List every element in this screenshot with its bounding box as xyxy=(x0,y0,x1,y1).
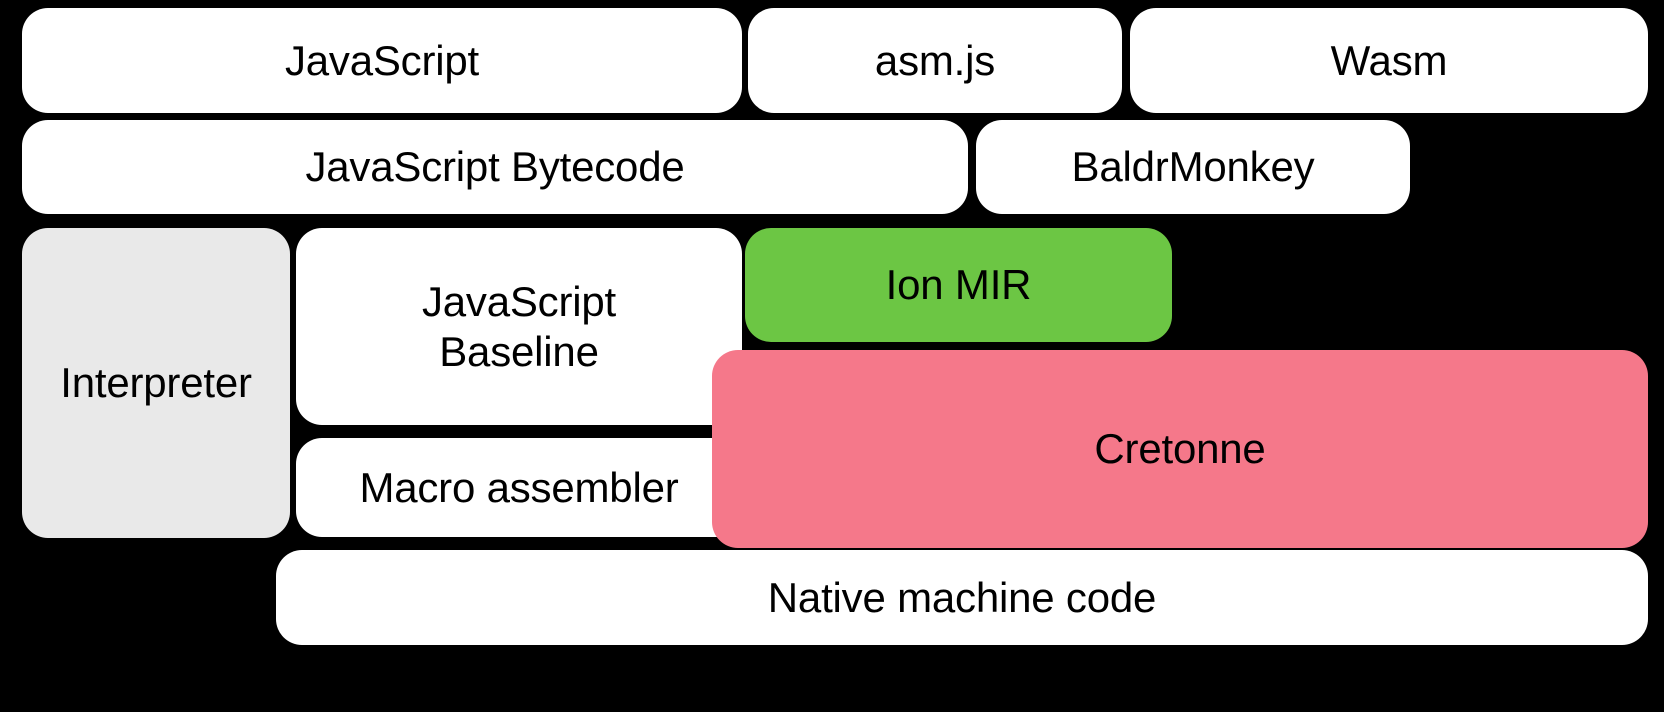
node-javascript-bytecode: JavaScript Bytecode xyxy=(22,120,968,214)
node-javascript: JavaScript xyxy=(22,8,742,113)
node-macro-assembler: Macro assembler xyxy=(296,438,742,537)
node-cretonne: Cretonne xyxy=(712,350,1648,548)
node-ion-mir: Ion MIR xyxy=(745,228,1172,342)
node-wasm: Wasm xyxy=(1130,8,1648,113)
node-javascript-baseline: JavaScript Baseline xyxy=(296,228,742,425)
node-interpreter: Interpreter xyxy=(22,228,290,538)
node-native-machine-code: Native machine code xyxy=(276,550,1648,645)
node-asm-js: asm.js xyxy=(748,8,1122,113)
node-baldrmonkey: BaldrMonkey xyxy=(976,120,1410,214)
